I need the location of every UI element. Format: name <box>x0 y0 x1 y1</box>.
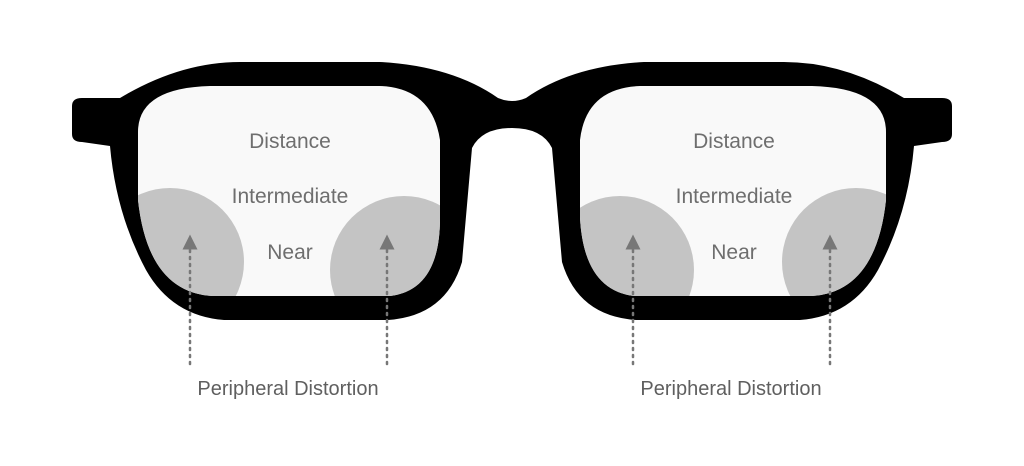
left-lens-distortion-zone-inner <box>330 196 440 296</box>
right-distance-label: Distance <box>693 130 775 153</box>
left-near-label: Near <box>267 241 313 264</box>
right-lens-distortion-zone-inner <box>580 196 694 296</box>
right-lens-distortion-zone-outer <box>782 188 886 296</box>
left-lens <box>138 86 440 296</box>
right-intermediate-label: Intermediate <box>676 185 793 208</box>
right-lens <box>580 86 886 296</box>
distortion-pointers <box>182 234 838 366</box>
right-peripheral-distortion-label: Peripheral Distortion <box>640 378 821 400</box>
left-peripheral-distortion-label: Peripheral Distortion <box>197 378 378 400</box>
left-lens-distortion-zone-outer <box>138 188 244 296</box>
left-intermediate-label: Intermediate <box>232 185 349 208</box>
right-near-label: Near <box>711 241 757 264</box>
left-distance-label: Distance <box>249 130 331 153</box>
